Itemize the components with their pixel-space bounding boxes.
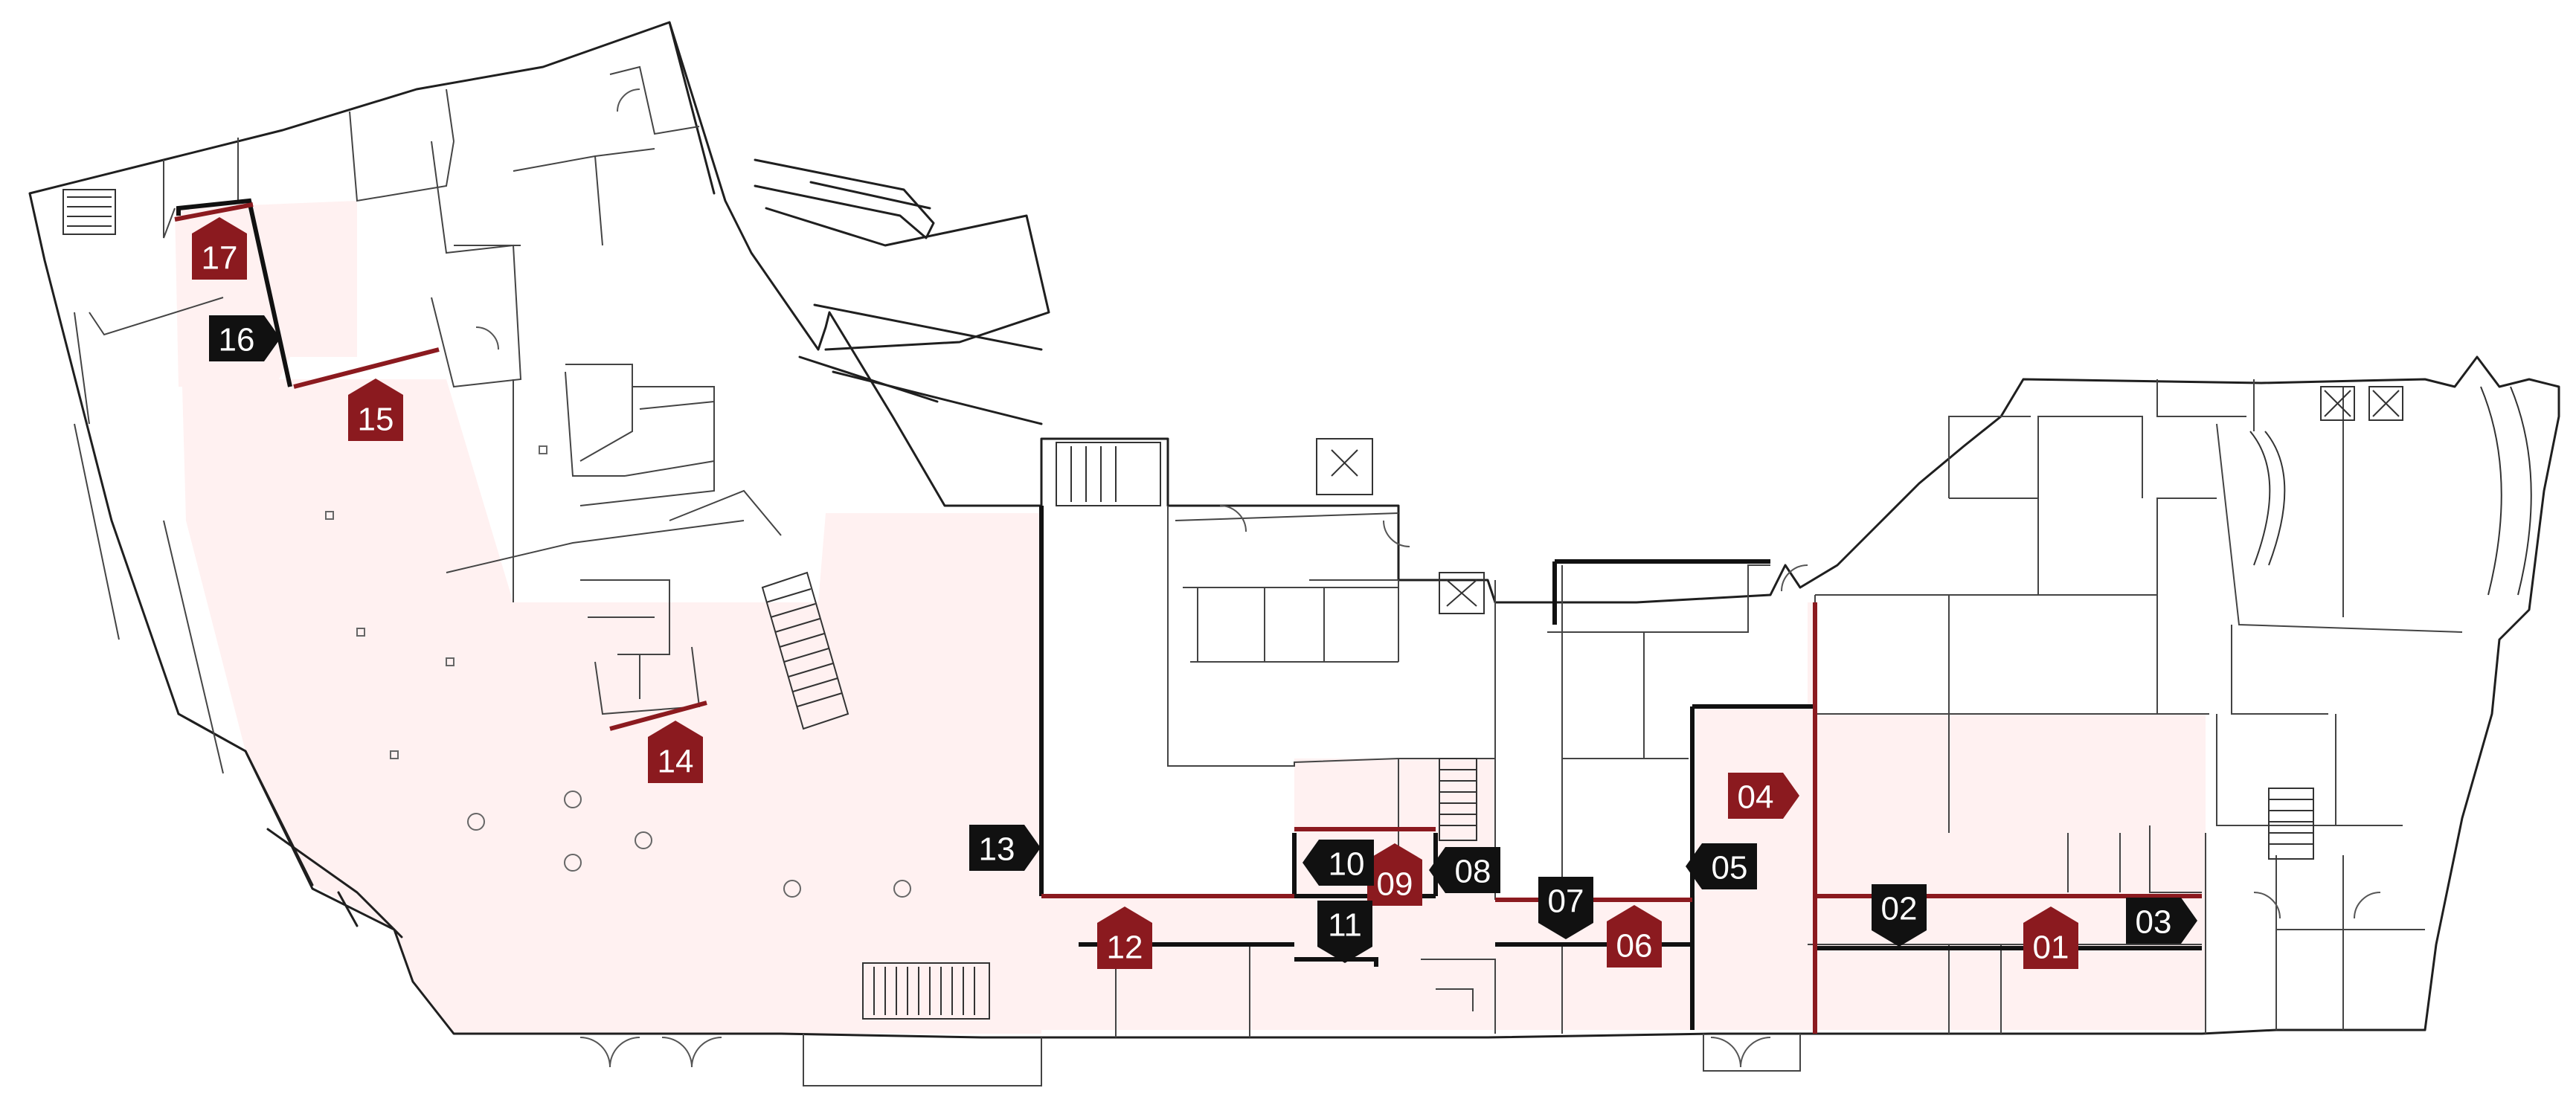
marker-06-label: 06 <box>1616 928 1653 965</box>
marker-08-pin <box>1429 847 1500 893</box>
marker-04-pin <box>1728 773 1799 819</box>
marker-17-pin <box>192 217 247 280</box>
stairs-center <box>1439 758 1477 841</box>
marker-13[interactable]: 13 <box>969 825 1041 871</box>
marker-12-label: 12 <box>1107 930 1143 966</box>
stairs-lobby-bottom <box>862 962 990 1020</box>
stairs-right <box>2268 788 2314 860</box>
marker-03[interactable]: 03 <box>2126 898 2197 944</box>
marker-02-label: 02 <box>1881 891 1918 927</box>
marker-09-pin <box>1367 843 1422 906</box>
marker-11-pin <box>1317 901 1372 963</box>
marker-14-label: 14 <box>658 744 694 780</box>
stairs-center-left <box>761 571 849 730</box>
marker-02-pin <box>1872 884 1927 947</box>
stairs-top-right <box>2249 386 2532 596</box>
marker-10[interactable]: 10 <box>1303 840 1374 886</box>
marker-01[interactable]: 01 <box>2023 907 2078 969</box>
marker-08[interactable]: 08 <box>1429 847 1500 893</box>
marker-16[interactable]: 16 <box>209 315 280 361</box>
marker-09-label: 09 <box>1377 866 1413 903</box>
marker-07[interactable]: 07 <box>1538 877 1593 939</box>
marker-17-label: 17 <box>202 240 238 277</box>
elevators <box>1316 386 2403 614</box>
marker-15-label: 15 <box>358 402 394 438</box>
marker-07-pin <box>1538 877 1593 939</box>
marker-10-label: 10 <box>1329 846 1365 883</box>
markers: 01 02 03 04 05 06 07 08 09 10 11 12 13 14 15 16 17 <box>192 217 2197 969</box>
elevator-center <box>1439 572 1485 614</box>
marker-01-label: 01 <box>2033 930 2069 966</box>
stairs <box>62 189 2532 1020</box>
marker-07-label: 07 <box>1548 883 1584 920</box>
marker-02[interactable]: 02 <box>1872 884 1927 947</box>
marker-12-pin <box>1097 907 1152 969</box>
marker-06-pin <box>1607 905 1662 967</box>
marker-06[interactable]: 06 <box>1607 905 1662 967</box>
marker-14-pin <box>648 721 703 783</box>
marker-03-pin <box>2126 898 2197 944</box>
marker-15-pin <box>348 379 403 441</box>
doors <box>475 88 2381 1068</box>
marker-12[interactable]: 12 <box>1097 907 1152 969</box>
marker-13-pin <box>969 825 1041 871</box>
marker-11-label: 11 <box>1328 907 1362 944</box>
marker-04[interactable]: 04 <box>1728 773 1799 819</box>
marker-15[interactable]: 15 <box>348 379 403 441</box>
elevator-top-right-1 <box>2320 386 2355 421</box>
columns <box>325 445 911 898</box>
marker-01-pin <box>2023 907 2078 969</box>
marker-05[interactable]: 05 <box>1686 843 1757 889</box>
marker-14[interactable]: 14 <box>648 721 703 783</box>
marker-10-pin <box>1303 840 1374 886</box>
marker-03-label: 03 <box>2136 904 2172 941</box>
elevator-top-right-2 <box>2368 386 2403 421</box>
marker-04-label: 04 <box>1738 779 1774 816</box>
stairs-top-center <box>1056 442 1161 506</box>
marker-16-pin <box>209 315 280 361</box>
marker-13-label: 13 <box>979 831 1015 868</box>
marker-08-label: 08 <box>1455 854 1491 890</box>
stairs-top-left <box>62 189 116 235</box>
marker-05-pin <box>1686 843 1757 889</box>
marker-17[interactable]: 17 <box>192 217 247 280</box>
marker-09[interactable]: 09 <box>1367 843 1422 906</box>
highlighted-areas <box>175 201 2206 1034</box>
marker-16-label: 16 <box>219 322 255 358</box>
marker-11[interactable]: 11 <box>1317 901 1372 963</box>
elevator-top-center <box>1316 438 1373 495</box>
marker-05-label: 05 <box>1712 850 1748 886</box>
